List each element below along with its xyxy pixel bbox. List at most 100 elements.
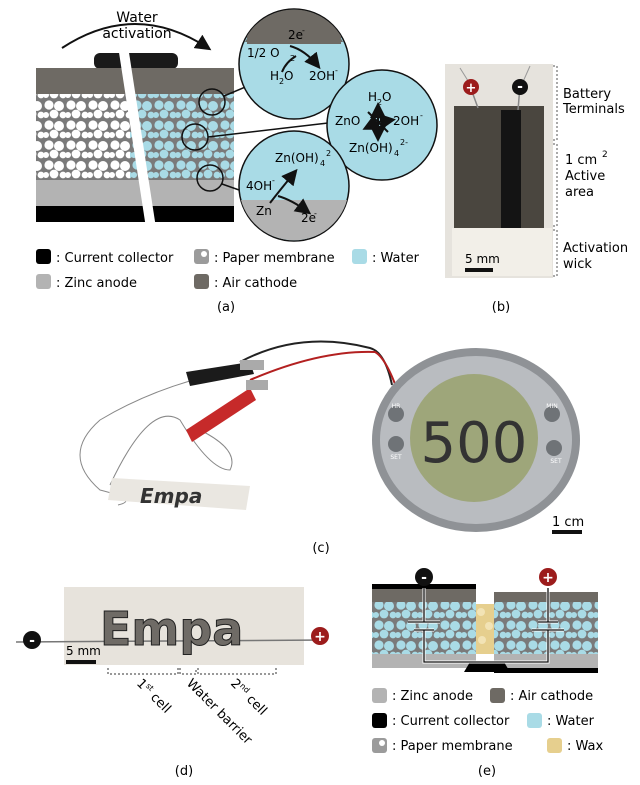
- air-cathode-layer: [36, 68, 234, 94]
- terminals-label-1: Battery: [563, 87, 611, 102]
- svg-text:Zn(OH): Zn(OH): [349, 141, 393, 155]
- photo-b-electrode: [501, 110, 521, 228]
- timer-button-set-left[interactable]: [388, 436, 404, 452]
- svg-text:O: O: [382, 90, 391, 104]
- terminal-minus-e: [415, 568, 433, 586]
- area-label-3: area: [565, 185, 594, 200]
- legend-a: : Current collector : Paper membrane : W…: [36, 249, 420, 291]
- zinc-anode-layer: [36, 180, 234, 206]
- timer-display-value: 500: [421, 411, 528, 476]
- svg-text:H: H: [368, 90, 377, 104]
- wire-red: [249, 350, 399, 393]
- photo-d-background: [64, 587, 304, 665]
- svg-text:ZnO: ZnO: [335, 114, 360, 128]
- second-cell-label: 2nd cell: [227, 676, 270, 719]
- area-label-2: Active: [565, 169, 605, 184]
- svg-text:: Water: : Water: [547, 714, 595, 729]
- svg-text:SET: SET: [390, 454, 402, 461]
- panel-e: - + : Zinc anode : Air cathode : Current…: [372, 568, 604, 779]
- svg-text:2OH: 2OH: [393, 114, 419, 128]
- zoom-marker-bot: [196, 164, 224, 192]
- svg-text:2e: 2e: [301, 211, 316, 225]
- svg-text:2: 2: [326, 149, 331, 158]
- timer-button-hr[interactable]: [388, 406, 404, 422]
- terminals-label-2: Terminals: [562, 102, 625, 117]
- panel-b: + - 5 mm Battery Terminals 1 cm 2 Active…: [445, 64, 628, 315]
- panel-e-label: (e): [478, 764, 496, 779]
- membrane-dry: [36, 94, 130, 180]
- reaction-circle-cathode: 2e - 1/2 O 2 H 2 O 2OH -: [238, 8, 350, 120]
- panel-d: Empa - + 5 mm 1st cell Water barrier 2nd…: [15, 587, 329, 779]
- clip-black: [186, 362, 254, 386]
- svg-text:1/2 O: 1/2 O: [247, 46, 280, 60]
- timer-button-min[interactable]: [544, 406, 560, 422]
- svg-text:: Paper membrane: : Paper membrane: [214, 251, 335, 266]
- battery-cut: [118, 46, 156, 228]
- svg-text:4: 4: [394, 149, 399, 158]
- empa-logo-c: Empa: [140, 484, 202, 508]
- terminal-minus-d: [23, 631, 41, 649]
- svg-text:-: -: [29, 633, 35, 649]
- wick-label-1: Activation: [563, 241, 628, 256]
- reaction-circle-membrane: H 2 O ZnO 2OH - Zn(OH) 4 2-: [326, 69, 438, 181]
- svg-text:: Air cathode: : Air cathode: [510, 689, 593, 704]
- svg-text:2-: 2-: [400, 138, 408, 147]
- zoom-marker-top: [198, 88, 226, 116]
- svg-text:: Air cathode: : Air cathode: [214, 276, 297, 291]
- panel-c: Empa 500 HR SET MIN SET 1 cm (c): [79, 340, 584, 556]
- svg-text:Zn: Zn: [256, 204, 272, 218]
- svg-text:-: -: [314, 209, 317, 218]
- panel-a-label: (a): [217, 300, 235, 315]
- activation-label-line1: Water: [116, 10, 158, 26]
- scale-label-b: 5 mm: [465, 252, 500, 266]
- scale-bar-c: [552, 530, 582, 534]
- wick-label-2: wick: [563, 257, 592, 272]
- svg-text:: Paper membrane: : Paper membrane: [392, 739, 513, 754]
- svg-text:2e: 2e: [288, 28, 303, 42]
- panel-b-label: (b): [492, 300, 510, 315]
- svg-text:MIN: MIN: [546, 403, 557, 410]
- svg-text:-: -: [421, 570, 427, 586]
- svg-text:-: -: [302, 26, 305, 35]
- panel-d-label: (d): [175, 764, 193, 779]
- battery-terminal-cap: [94, 53, 178, 69]
- timer-button-set-right[interactable]: [546, 440, 562, 456]
- scale-label-d: 5 mm: [66, 644, 101, 658]
- scale-bar-b: [465, 268, 493, 272]
- svg-text:O: O: [284, 69, 293, 83]
- svg-text:-: -: [420, 111, 423, 120]
- photo-b-device: [454, 106, 544, 228]
- scale-label-c: 1 cm: [552, 515, 584, 530]
- area-label-1: 1 cm: [565, 153, 597, 168]
- empa-logo-d: Empa: [100, 602, 243, 656]
- timer-display: [410, 374, 538, 502]
- svg-text:-: -: [517, 79, 523, 95]
- panel-a: Water activation 2e - 1/2 O 2 H 2 O: [36, 8, 438, 315]
- svg-text:: Zinc anode: : Zinc anode: [56, 276, 137, 291]
- svg-text:: Wax: : Wax: [567, 739, 604, 754]
- svg-text:: Zinc anode: : Zinc anode: [392, 689, 473, 704]
- svg-text:2: 2: [279, 77, 284, 86]
- svg-text:+: +: [542, 570, 554, 586]
- clip-red: [186, 388, 256, 442]
- scale-bar-d: [66, 660, 96, 664]
- terminal-plus-e: [539, 568, 557, 586]
- svg-text:4OH: 4OH: [246, 179, 272, 193]
- svg-text:H: H: [270, 69, 279, 83]
- activation-arrow: [61, 23, 212, 51]
- panel-c-label: (c): [312, 541, 329, 556]
- svg-text:HR: HR: [392, 403, 401, 410]
- svg-text:-: -: [272, 176, 275, 185]
- svg-text:-: -: [335, 66, 338, 75]
- empa-paper-c: [108, 478, 250, 510]
- legend-e: : Zinc anode : Air cathode : Current col…: [372, 688, 604, 754]
- activation-label-line2: activation: [102, 26, 171, 42]
- current-collector-layer: [36, 206, 234, 222]
- svg-text:2: 2: [602, 150, 608, 160]
- svg-text:SET: SET: [550, 458, 562, 465]
- reaction-circle-anode: Zn(OH) 4 2 4OH - Zn 2e -: [238, 130, 350, 242]
- svg-text:: Current collector: : Current collector: [56, 251, 174, 266]
- svg-text:+: +: [466, 81, 477, 96]
- svg-text:4: 4: [320, 159, 325, 168]
